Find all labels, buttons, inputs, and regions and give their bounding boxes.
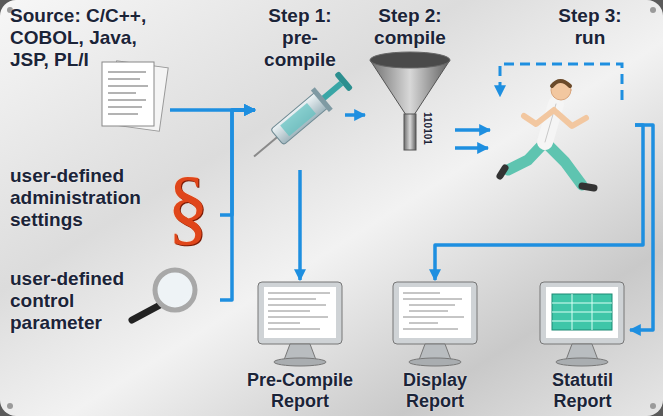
- monitor-icon: [258, 282, 342, 366]
- binary-code: 110101: [421, 112, 433, 145]
- runner-figure: [500, 80, 594, 188]
- node-label: Source: C/C++, COBOL, Java, JSP, PL/I: [10, 5, 155, 71]
- flow-connector: [455, 128, 490, 132]
- repeat-loop: [500, 64, 622, 100]
- node-label: Statutil Report: [535, 370, 630, 412]
- syringe-icon: [245, 69, 355, 168]
- parameter-node: user-defined control parameter: [8, 268, 220, 348]
- report-node: Display Report: [380, 280, 490, 414]
- node-label: Step 2: compile: [365, 5, 455, 49]
- node-label: Step 3: run: [545, 5, 635, 49]
- flow-connector: [220, 110, 255, 300]
- bolt: [7, 403, 13, 409]
- node-label: user-defined control parameter: [10, 268, 140, 334]
- node-label: Step 1: pre-compile: [255, 5, 345, 71]
- step-node: Step 2: compile: [365, 5, 455, 155]
- source-node: Source: C/C++, COBOL, Java, JSP, PL/I: [8, 5, 170, 132]
- node-label: Pre-Compile Report: [242, 370, 358, 412]
- settings-node: user-defined administration settings§: [8, 165, 220, 265]
- monitor-icon: [540, 282, 624, 366]
- monitor-icon: [393, 282, 477, 366]
- report-node: Statutil Report: [535, 280, 630, 414]
- bolt: [650, 403, 656, 409]
- report-node: Pre-Compile Report: [242, 280, 358, 414]
- funnel-icon: [370, 52, 450, 150]
- flow-arrow: [455, 146, 488, 150]
- flow-connector: [298, 170, 302, 280]
- node-label: user-defined administration settings: [10, 165, 160, 231]
- paragraph-symbol: §: [158, 159, 218, 255]
- step-node: Step 1: pre-compile: [255, 5, 345, 170]
- node-label: Display Report: [380, 370, 490, 412]
- flow-connector: [630, 125, 653, 330]
- step-node: Step 3: run: [490, 5, 635, 195]
- flow-connector: [435, 125, 643, 280]
- flow-connector: [220, 110, 255, 215]
- bolt: [650, 7, 656, 13]
- flow-connector: [345, 113, 365, 117]
- source-documents: [102, 61, 168, 132]
- magnifier-icon: [132, 270, 195, 320]
